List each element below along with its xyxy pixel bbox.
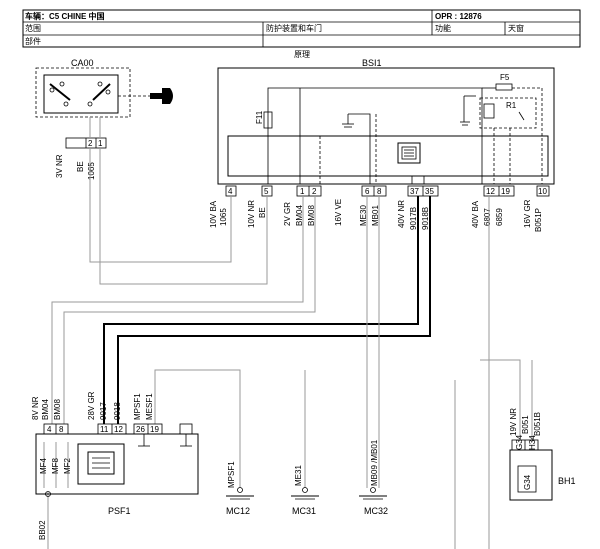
- bsi-c7-wire-b: 6859: [495, 208, 504, 226]
- psf-inner-b: MF8: [51, 457, 60, 474]
- scope-label: 范围: [25, 23, 41, 33]
- psf-pin-4: 4: [47, 425, 52, 434]
- f11-label: F11: [255, 110, 264, 124]
- bh1-pin-a: G34: [515, 434, 524, 450]
- section-title: 原理: [294, 50, 310, 59]
- bsi-c3-wire-b: BM08: [307, 205, 316, 226]
- header-table: 车辆：C5 CHINE 中国 OPR : 12876 范围 防护装置和车门 功能…: [22, 9, 581, 48]
- psf-inner-c: MF2: [63, 457, 72, 474]
- bsi-c2-color: 10V NR: [247, 200, 256, 228]
- wires: [47, 148, 533, 549]
- bsi-pin-6: 6: [365, 187, 370, 196]
- bsi-c7-color: 40V BA: [471, 200, 480, 228]
- bh1-component: G34 G34 H34 19V NR B051 B051B BH1: [509, 408, 576, 501]
- psf-c2-color: 28V GR: [87, 391, 96, 420]
- psf-pin-26: 26: [136, 425, 145, 434]
- psf1-component: PSF1 4 8 11 12 26 19 MF4 MF8 MF2: [31, 391, 199, 540]
- bsi-pin-10: 10: [538, 187, 547, 196]
- ca00-title: CA00: [71, 58, 94, 68]
- r1-label: R1: [506, 101, 517, 110]
- bsi-c2-wire: BE: [258, 207, 267, 218]
- mc31-wire: ME31: [294, 465, 303, 486]
- opr-label: OPR : 12876: [435, 12, 482, 21]
- psf-inner-a: MF4: [39, 457, 48, 474]
- psf-chip-icon: [87, 451, 115, 475]
- bsi-pin-37: 37: [410, 187, 419, 196]
- bsi-c7-wire-a: 6807: [483, 208, 492, 226]
- psf-c1-wire-b: BM08: [53, 399, 62, 420]
- bsi-pin-12: 12: [486, 187, 495, 196]
- bh1-title: BH1: [558, 476, 576, 486]
- bsi-pin-2: 2: [312, 187, 317, 196]
- bh1-inner: G34: [523, 474, 532, 490]
- psf-c2-wire-a: 9017: [99, 402, 108, 420]
- bsi-pin-5: 5: [264, 187, 269, 196]
- component-label: 部件: [25, 36, 41, 46]
- mc32-label: MC32: [364, 506, 388, 516]
- bsi-c6-wire-a: 9017B: [409, 207, 418, 230]
- mc32-wire: MB09 /MB01: [370, 439, 379, 486]
- chip-icon: [397, 142, 421, 164]
- psf1-title: PSF1: [108, 506, 131, 516]
- ca00-wire-1065: 1065: [87, 162, 96, 180]
- function-value: 天窗: [508, 23, 524, 33]
- mc31-label: MC31: [292, 506, 316, 516]
- bh1-wire-a: B051: [521, 415, 530, 434]
- ground-mc32: MB09 /MB01 MC32: [359, 439, 388, 516]
- ca00-pin-a: 2: [88, 139, 93, 148]
- psf-bottom-wire: BB02: [38, 520, 47, 540]
- bsi-c3-wire-a: BM04: [295, 205, 304, 226]
- ignition-key-icon: [150, 88, 173, 104]
- ca00-wire-color: 3V NR: [55, 154, 64, 178]
- psf-pin-19: 19: [150, 425, 159, 434]
- psf-c3-wire-b: MESF1: [145, 393, 154, 420]
- bh1-wire-b: B051B: [533, 412, 542, 436]
- bsi-c3-color: 2V GR: [283, 202, 292, 226]
- bsi1-component: BSI1 F11 F5 R1: [209, 58, 555, 232]
- psf-pin-12: 12: [114, 425, 123, 434]
- ca00-component: CA00 2 1 3V NR BE 1065: [35, 58, 173, 180]
- bsi-pin-19: 19: [501, 187, 510, 196]
- bsi-pin-1: 1: [300, 187, 305, 196]
- bsi-c6-color: 40V NR: [397, 200, 406, 228]
- function-label: 功能: [435, 23, 451, 33]
- psf-c1-color: 8V NR: [31, 396, 40, 420]
- mc12-wire: MPSF1: [227, 461, 236, 488]
- bsi-pin-8: 8: [377, 187, 382, 196]
- psf-c1-wire-a: BM04: [41, 399, 50, 420]
- bh1-color: 19V NR: [509, 408, 518, 436]
- psf-c3-wire-a: MPSF1: [133, 393, 142, 420]
- psf-pin-8: 8: [59, 425, 64, 434]
- bsi-c8-color: 16V GR: [523, 199, 532, 228]
- vehicle-label: 车辆：C5 CHINE 中国: [25, 11, 105, 21]
- ca00-pin-b: 1: [98, 139, 103, 148]
- ca00-wire-be: BE: [76, 161, 85, 172]
- scope-value: 防护装置和车门: [266, 23, 322, 33]
- bsi-c1-wire: 1065: [219, 208, 228, 226]
- bsi-c5-wire-b: MB01: [371, 205, 380, 226]
- ground-mc12: MPSF1 MC12: [226, 461, 254, 516]
- bsi1-title: BSI1: [362, 58, 382, 68]
- bh1-pin-b: H34: [528, 435, 537, 450]
- bsi-c4-color: 16V VE: [334, 199, 343, 226]
- psf-c2-wire-b: 9018: [113, 402, 122, 420]
- bsi-pin-4: 4: [228, 187, 233, 196]
- bsi-pin-35: 35: [425, 187, 434, 196]
- ground-mc31: ME31 MC31: [291, 465, 319, 516]
- bsi-c6-wire-b: 9018B: [421, 207, 430, 230]
- psf-pin-11: 11: [100, 425, 109, 434]
- f5-label: F5: [500, 73, 510, 82]
- bsi-c1-color: 10V BA: [209, 200, 218, 228]
- bsi-c8-wire: B051P: [534, 208, 543, 232]
- mc12-label: MC12: [226, 506, 250, 516]
- bsi-c5-wire-a: ME30: [359, 205, 368, 226]
